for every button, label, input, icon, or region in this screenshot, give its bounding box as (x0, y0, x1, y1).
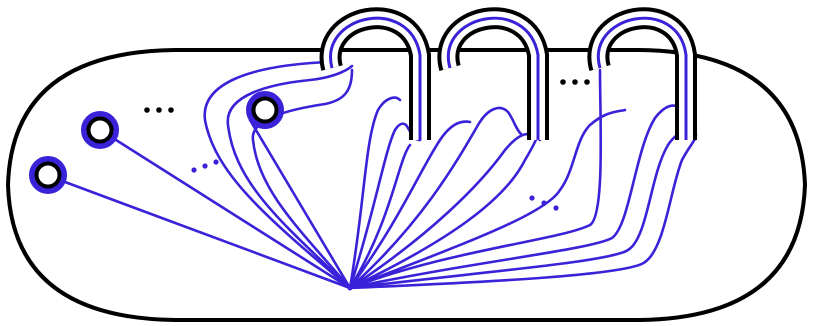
ellipsis-black-top-right (560, 79, 590, 85)
base-point (348, 286, 353, 291)
ellipsis-black-top-left (144, 107, 174, 113)
